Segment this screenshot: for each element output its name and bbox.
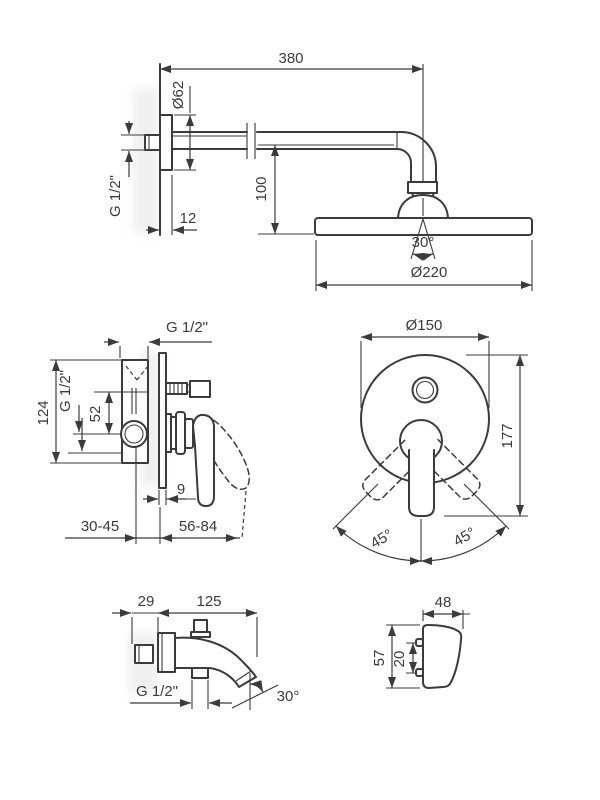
dim-rosette-diameter: Ø150	[406, 317, 443, 334]
spout-profile-shape	[422, 624, 463, 689]
handle-alt-position	[204, 414, 250, 490]
dim-arm-length: 380	[278, 50, 303, 67]
dim-top-thread: G 1/2"	[166, 319, 208, 336]
escutcheon	[175, 411, 186, 455]
wall-shading	[133, 88, 159, 233]
bottom-port	[191, 667, 209, 679]
dim-outlet-angle: 30°	[277, 688, 300, 705]
handle-lever	[408, 449, 435, 517]
spout-thread-nipple	[134, 644, 154, 664]
arm-tube	[171, 131, 402, 150]
mixer-front-view: Ø150 177 45° 45°	[332, 317, 528, 566]
spout-profile-view: 48 57 20	[371, 594, 470, 689]
dim-flange-diameter: Ø62	[170, 81, 187, 109]
connector-nut	[407, 181, 438, 194]
dim-flange-depth: 12	[180, 210, 197, 227]
shower-head-disc	[314, 217, 533, 236]
dim-projection: 125	[196, 593, 221, 610]
dim-profile-width: 48	[435, 594, 452, 611]
dim-body-height: 124	[35, 400, 52, 425]
outlet-stub	[165, 382, 188, 395]
diverter-button	[411, 376, 439, 404]
dim-swing-left: 45°	[368, 526, 396, 552]
dim-head-diameter: Ø220	[411, 264, 448, 281]
dim-profile-height: 57	[371, 650, 388, 667]
spout-flange	[157, 632, 176, 673]
dim-plate-thickness: 9	[177, 481, 185, 498]
dim-swing-right: 45°	[451, 524, 479, 550]
mixer-side-view: G 1/2" 124 G 1/2" 52 9 30-45 56-84	[35, 319, 250, 544]
wall-plate	[158, 352, 167, 489]
dim-wall-distance: 29	[138, 593, 155, 610]
spout-side-view: 29 125 G 1/2" 30°	[112, 593, 299, 710]
arm-thread-stub	[144, 134, 161, 151]
dim-inlet-thread: G 1/2"	[57, 370, 74, 412]
mixer-handle	[192, 413, 215, 507]
spout-body	[174, 636, 257, 688]
arm-elbow	[396, 131, 437, 183]
dim-spout-thread: G 1/2"	[136, 683, 178, 700]
diverter-knob	[193, 619, 208, 633]
dim-port-spacing: 52	[87, 406, 104, 423]
break-symbol	[246, 123, 256, 159]
mount-tab-bottom	[415, 668, 424, 677]
dim-install-depth: 30-45	[81, 518, 119, 535]
dim-handle-projection: 56-84	[179, 518, 217, 535]
dim-profile-port-spacing: 20	[391, 651, 408, 668]
dim-head-drop: 100	[253, 176, 270, 201]
dim-overall-height: 177	[499, 423, 516, 448]
mount-tab-top	[415, 638, 424, 647]
arm-flange	[159, 114, 173, 171]
shower-arm-view: 380 Ø62 G 1/2" 12 100 30° Ø220	[107, 50, 533, 291]
dim-wall-thread: G 1/2"	[107, 175, 124, 217]
dim-tilt-angle: 30°	[412, 234, 435, 251]
